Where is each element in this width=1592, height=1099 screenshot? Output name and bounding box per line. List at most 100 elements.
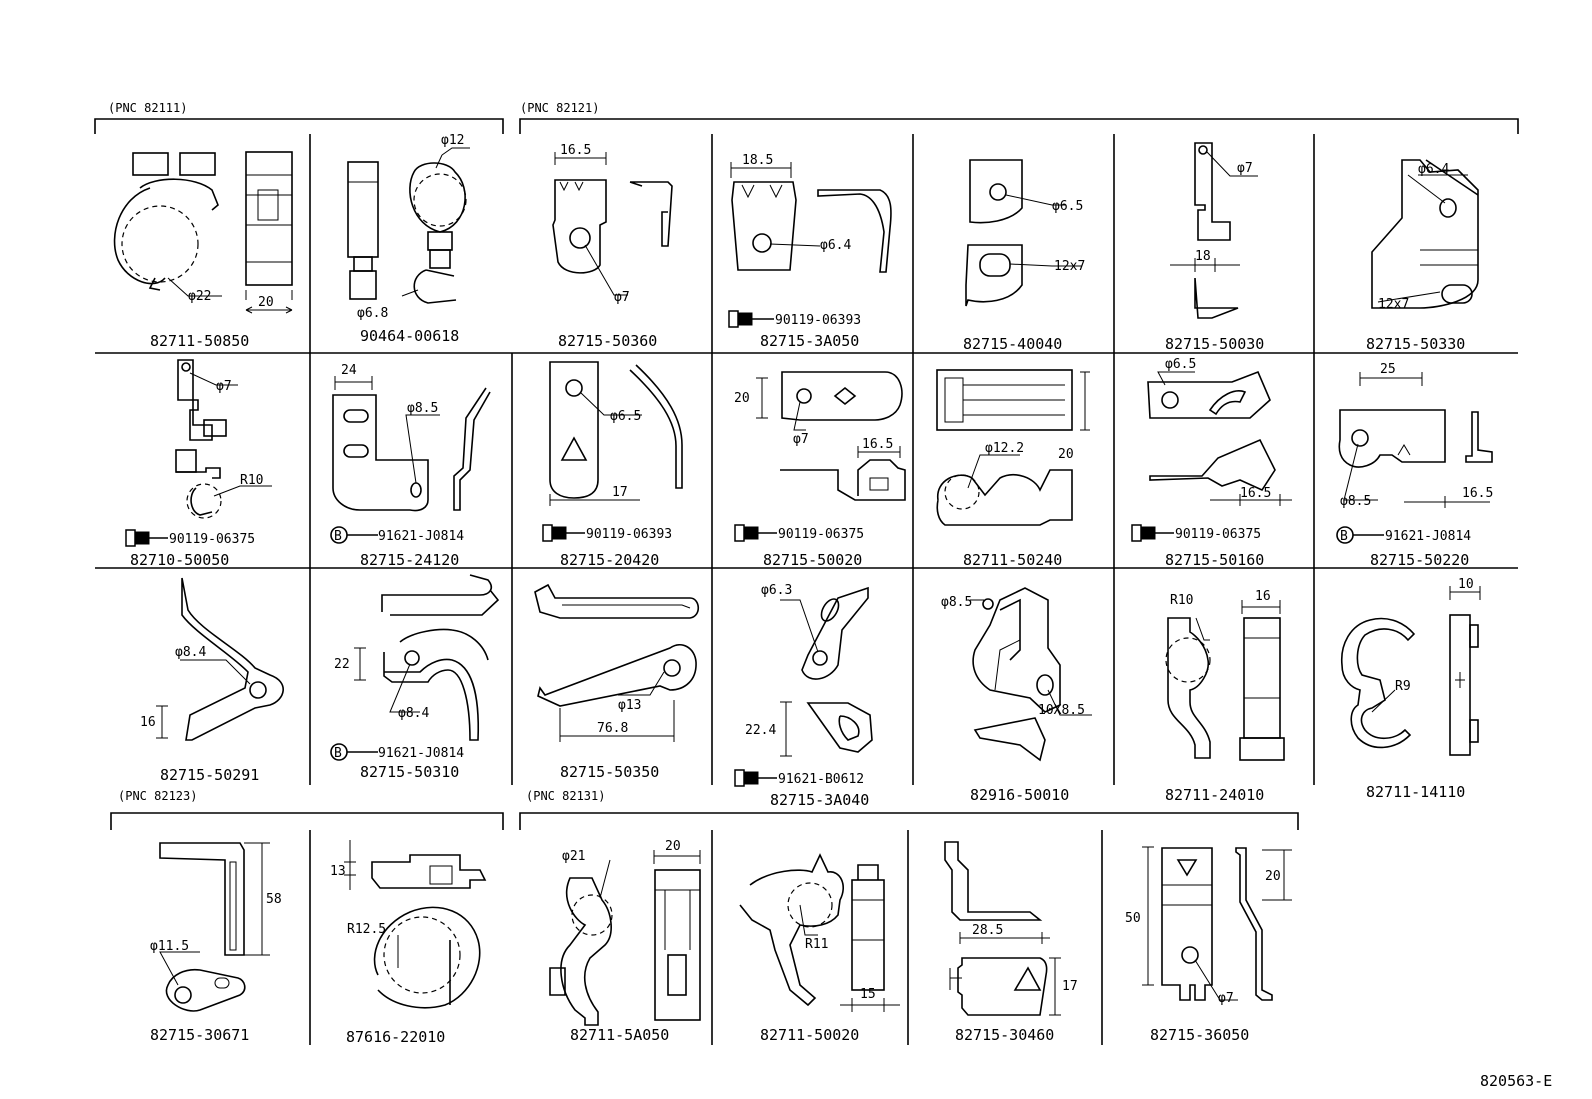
clip-mark: B	[334, 746, 342, 761]
bolt-number: 90119-06375	[169, 532, 255, 547]
dim-phi6-5: φ6.5	[610, 409, 641, 424]
dim-r10: R10	[1170, 593, 1193, 608]
clip-number: 91621-J0814	[378, 529, 464, 544]
dim-12x7: 12x7	[1054, 259, 1085, 274]
part-number: 82715-50310	[360, 763, 459, 781]
sheet-code: 820563-E	[1480, 1072, 1552, 1090]
dim-58: 58	[266, 892, 282, 907]
part-82715-3A040: φ6.3 22.4 91621-B0612	[734, 583, 873, 787]
part-number: 82715-50291	[160, 766, 259, 784]
dim-16-5: 16.5	[1240, 486, 1271, 501]
dim-phi12: φ12	[441, 133, 464, 148]
part-82715-40040: φ6.5 12x7 82715-40040	[963, 159, 1085, 353]
dim-20: 20	[734, 391, 750, 406]
part-82715-50360: 16.5 φ7 82715-50360	[552, 143, 673, 350]
dim-16-5: 16.5	[560, 143, 591, 158]
dim-20: 20	[665, 839, 681, 854]
dim-20: 20	[258, 295, 274, 310]
dim-phi7: φ7	[1237, 161, 1253, 176]
part-number: 82710-50050	[130, 551, 229, 569]
dim-r11: R11	[805, 937, 828, 952]
part-82715-24120: 24 φ8.5 B 91621-J0814 82715-24120	[330, 363, 491, 569]
dim-15: 15	[860, 987, 876, 1002]
dim-17: 17	[612, 485, 628, 500]
clip-number: 91621-J0814	[378, 746, 464, 761]
dim-12x7: 12x7	[1378, 297, 1409, 312]
group-label-pnc-82123: (PNC 82123)	[118, 789, 197, 803]
bolt-number: 90119-06375	[1175, 527, 1261, 542]
dim-r12-5: R12.5	[347, 922, 386, 937]
dim-phi6-5: φ6.5	[1052, 199, 1083, 214]
part-82715-50020: 20 φ7 16.5 90119-06375 82715-50020	[734, 371, 906, 569]
dim-17: 17	[1062, 979, 1078, 994]
group-bracket-82121	[519, 118, 1519, 134]
part-82715-30460: 28.5 17 82715-30460	[944, 841, 1078, 1044]
dim-20: 20	[1265, 869, 1281, 884]
clip-mark: B	[334, 529, 342, 544]
grid	[95, 134, 1518, 1045]
part-82916-50010: φ8.5 10X8.5 82916-50010	[941, 587, 1092, 804]
part-82711-24010: R10 16 82711-24010	[1165, 589, 1285, 804]
part-number: 82715-20420	[560, 551, 659, 569]
dim-phi6-5: φ6.5	[1165, 357, 1196, 372]
group-bracket-82111	[94, 118, 504, 134]
dim-phi11-5: φ11.5	[150, 939, 189, 954]
part-number: 82715-30460	[955, 1026, 1054, 1044]
part-number: 82711-50850	[150, 332, 249, 350]
clip-number: 91621-J0814	[1385, 529, 1471, 544]
dim-phi6-4: φ6.4	[820, 238, 851, 253]
part-number: 82916-50010	[970, 786, 1069, 804]
dim-18: 18	[1195, 249, 1211, 264]
dim-50: 50	[1125, 911, 1141, 926]
part-number: 82715-50030	[1165, 335, 1264, 353]
part-82711-50850: φ22 20 82711-50850	[113, 151, 293, 350]
part-number: 82715-30671	[150, 1026, 249, 1044]
dim-76-8: 76.8	[597, 721, 628, 736]
part-90464-00618: φ12 φ6.8 90464-00618	[347, 133, 470, 345]
dim-phi8-4: φ8.4	[398, 706, 429, 721]
dim-16: 16	[1255, 589, 1271, 604]
dim-phi7: φ7	[216, 379, 232, 394]
part-number: 82715-40040	[963, 335, 1062, 353]
dim-13: 13	[330, 864, 346, 879]
dim-phi6-4: φ6.4	[1418, 162, 1449, 177]
dim-phi7: φ7	[793, 432, 809, 447]
dim-22-4: 22.4	[745, 723, 776, 738]
part-number: 82711-50240	[963, 551, 1062, 569]
dim-phi8-5: φ8.5	[1340, 494, 1371, 509]
part-82715-50350: φ13 76.8 82715-50350	[534, 583, 700, 781]
dim-phi8-5: φ8.5	[941, 595, 972, 610]
part-82715-50160: φ6.5 16.5 90119-06375 82715-50160	[1131, 357, 1292, 569]
part-82715-50291: φ8.4 16 82715-50291	[140, 577, 284, 784]
dim-10: 10	[1458, 577, 1474, 592]
dim-phi6-8: φ6.8	[357, 306, 388, 321]
dim-r9: R9	[1395, 679, 1411, 694]
bolt-number: 90119-06375	[778, 527, 864, 542]
part-number: 82715-50220	[1370, 551, 1469, 569]
group-label-pnc-82111: (PNC 82111)	[108, 101, 187, 115]
part-82715-30671: 58 φ11.5 82715-30671	[150, 842, 282, 1044]
part-number: 82715-24120	[360, 551, 459, 569]
dim-phi12-2: φ12.2	[985, 441, 1024, 456]
part-82710-50050: φ7 R10 90119-06375 82710-50050	[125, 359, 272, 569]
dim-phi8-4: φ8.4	[175, 645, 206, 660]
group-bracket-82131	[519, 812, 1299, 830]
part-number: 82711-14110	[1366, 783, 1465, 801]
group-label-pnc-82121: (PNC 82121)	[520, 101, 599, 115]
clip-mark: B	[1340, 529, 1348, 544]
part-82715-50330: φ6.4 12x7 82715-50330	[1366, 159, 1479, 353]
dim-r10: R10	[240, 473, 263, 488]
part-number: 82711-24010	[1165, 786, 1264, 804]
part-number: 82711-5A050	[570, 1026, 669, 1044]
dim-18-5: 18.5	[742, 153, 773, 168]
dim-16-5: 16.5	[862, 437, 893, 452]
dim-16: 16	[140, 715, 156, 730]
part-number: 82715-36050	[1150, 1026, 1249, 1044]
dim-phi22: φ22	[188, 289, 211, 304]
dim-20: 20	[1058, 447, 1074, 462]
dim-phi7: φ7	[614, 290, 630, 305]
part-82715-50030: φ7 18 82715-50030	[1165, 142, 1264, 353]
part-82715-20420: φ6.5 17 90119-06393 82715-20420	[542, 361, 683, 569]
part-number: 87616-22010	[346, 1028, 445, 1046]
part-82711-50020: R11 15 82711-50020	[739, 853, 900, 1044]
